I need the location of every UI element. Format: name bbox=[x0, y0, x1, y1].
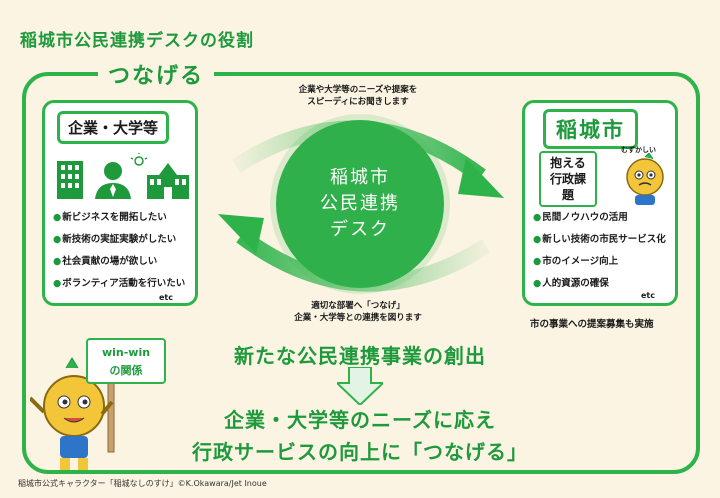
page-title: 稲城市公民連携デスクの役割 bbox=[20, 31, 254, 51]
city-issues-list: 民間ノウハウの活用 新しい技術の市民サービス化 市のイメージ向上 人的資源の確保 bbox=[533, 207, 666, 295]
list-item: ボランティア活動を行いたい bbox=[53, 273, 185, 295]
frame-label: つなげる bbox=[98, 58, 215, 90]
list-item: 市のイメージ向上 bbox=[533, 251, 666, 273]
desk-circle: 稲城市 公民連携 デスク bbox=[276, 120, 444, 288]
university-icon bbox=[147, 163, 189, 199]
building-icon bbox=[57, 161, 83, 199]
companies-heading: 企業・大学等 bbox=[57, 111, 170, 144]
top-note: 企業や大学等のニーズや提案を スピーディにお聞きします bbox=[298, 85, 418, 107]
list-item: 新しい技術の市民サービス化 bbox=[533, 229, 666, 251]
panel-city: 稲城市 抱える 行政課題 むずかしい 民間ノウハウの活用 新しい技術の市民サービ… bbox=[522, 100, 678, 306]
list-item: 民間ノウハウの活用 bbox=[533, 207, 666, 229]
issues-label: 抱える 行政課題 bbox=[539, 151, 597, 207]
companies-needs-list: 新ビジネスを開拓したい 新技術の実証実験がしたい 社会貢献の場が欲しい ボランテ… bbox=[53, 207, 185, 295]
city-heading: 稲城市 bbox=[543, 109, 638, 149]
bottom-note: 適切な部署へ「つなげ」 企業・大学等との連携を図ります bbox=[294, 301, 422, 323]
idea-icon bbox=[130, 153, 148, 166]
list-item: 新技術の実証実験がしたい bbox=[53, 229, 185, 251]
win-win-sign: win-win の関係 bbox=[86, 338, 166, 384]
businessperson-icon bbox=[95, 162, 131, 199]
mascot-icon bbox=[30, 357, 115, 470]
etc-label: etc bbox=[641, 291, 655, 300]
pear-character-icon bbox=[626, 153, 664, 205]
panel-companies: 企業・大学等 新ビジネスを開拓したい 新技術の実証実験がしたい 社会貢献の場が欲… bbox=[42, 100, 198, 306]
proposal-note: 市の事業への提案募集も実施 bbox=[530, 319, 654, 330]
list-item: 新ビジネスを開拓したい bbox=[53, 207, 185, 229]
etc-label: etc bbox=[159, 293, 173, 302]
headline: 新たな公民連携事業の創出 bbox=[234, 344, 486, 368]
arrow-down-icon bbox=[337, 367, 383, 405]
organization-icons bbox=[57, 153, 189, 199]
character-caption: むずかしい bbox=[621, 146, 656, 154]
result-line: 企業・大学等のニーズに応え bbox=[224, 408, 496, 432]
result-line: 行政サービスの向上に「つなげる」 bbox=[192, 440, 528, 464]
list-item: 人的資源の確保 bbox=[533, 273, 666, 295]
list-item: 社会貢献の場が欲しい bbox=[53, 251, 185, 273]
outer-frame bbox=[22, 72, 700, 474]
credit-text: 稲城市公式キャラクター「稲城なしのすけ」©K.Okawara/Jet Inoue bbox=[18, 479, 267, 488]
